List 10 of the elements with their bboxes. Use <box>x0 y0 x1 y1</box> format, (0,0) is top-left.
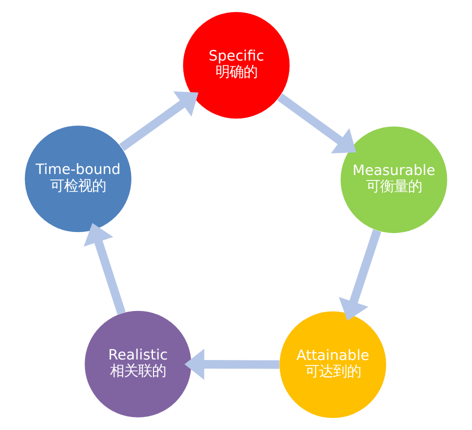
arrow <box>84 223 126 315</box>
node-circle: Measurable 可衡量的 <box>340 126 448 234</box>
arrow <box>338 229 382 321</box>
node-circle: Specific 明确的 <box>183 12 290 119</box>
arrow <box>277 93 356 154</box>
node-circle: Time-bound 可检视的 <box>24 126 132 232</box>
node-circle: Attainable 可达到的 <box>280 311 386 418</box>
arrow <box>119 91 198 151</box>
arrow <box>184 348 280 380</box>
node-circle: Realistic 相关联的 <box>84 310 192 418</box>
